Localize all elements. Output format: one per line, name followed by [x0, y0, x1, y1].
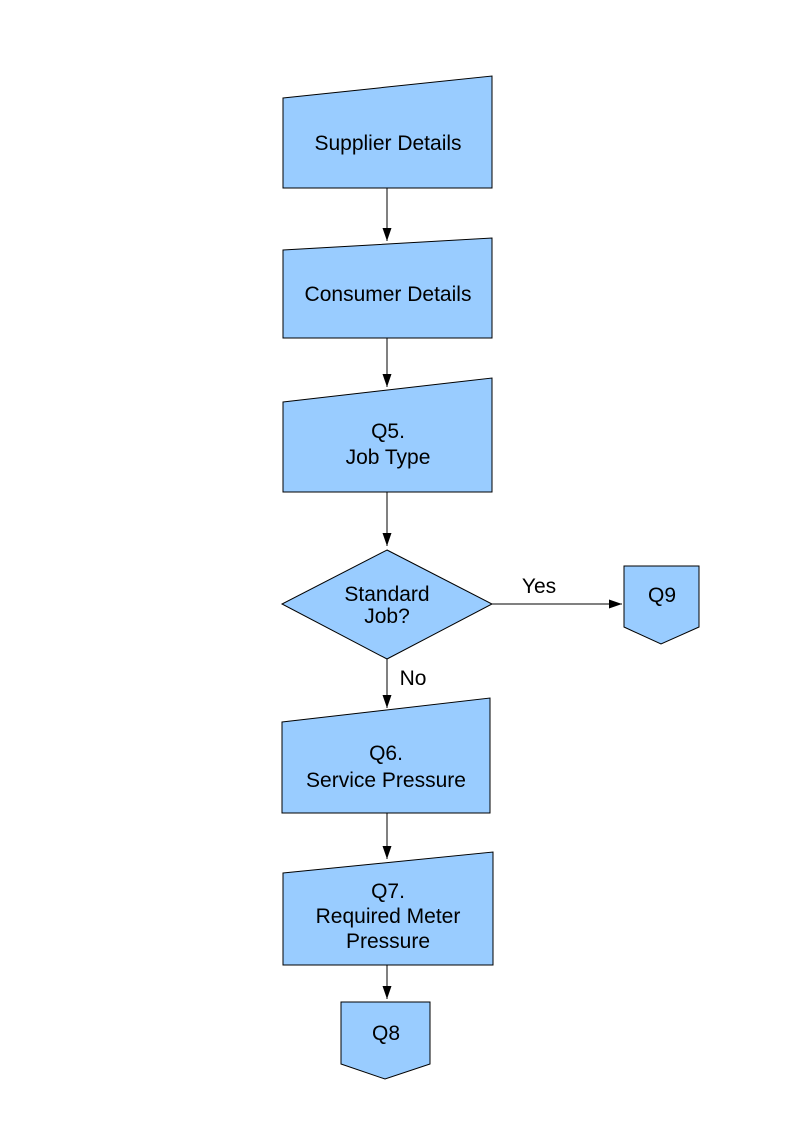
- node-label: Consumer Details: [305, 283, 472, 306]
- off-page-connector-shape: [340, 1001, 431, 1080]
- node-q9-connector: Q9: [623, 565, 700, 645]
- node-label: Job Type: [346, 446, 431, 469]
- node-label: Q8: [372, 1022, 400, 1045]
- node-label: Pressure: [346, 930, 430, 953]
- off-page-connector-shape: [623, 565, 700, 645]
- node-label: Job?: [364, 605, 410, 628]
- manual-input-shape: [281, 697, 491, 814]
- node-label: Q9: [648, 584, 676, 607]
- node-q7-required-meter-pressure: Q7. Required Meter Pressure: [282, 851, 494, 966]
- edges-layer: Yes No: [382, 188, 622, 999]
- node-label: Service Pressure: [306, 769, 466, 792]
- node-label: Supplier Details: [314, 132, 461, 155]
- node-q6-service-pressure: Q6. Service Pressure: [281, 697, 491, 814]
- edge-label-no: No: [400, 667, 427, 690]
- node-standard-job-decision: Standard Job?: [280, 549, 494, 660]
- manual-input-shape: [282, 377, 493, 493]
- edge-label-yes: Yes: [522, 575, 556, 598]
- manual-input-shape: [282, 851, 494, 966]
- node-consumer-details: Consumer Details: [282, 237, 493, 339]
- manual-input-shape: [282, 75, 493, 189]
- node-q8-connector: Q8: [340, 1001, 431, 1080]
- node-label: Standard: [344, 583, 429, 606]
- node-label: Q6.: [369, 742, 403, 765]
- node-q5-job-type: Q5. Job Type: [282, 377, 493, 493]
- node-label: Required Meter: [316, 905, 461, 928]
- node-label: Q7.: [371, 880, 405, 903]
- manual-input-shape: [282, 237, 493, 339]
- node-label: Q5.: [371, 420, 405, 443]
- decision-diamond-shape: [280, 549, 494, 660]
- node-supplier-details: Supplier Details: [282, 75, 493, 189]
